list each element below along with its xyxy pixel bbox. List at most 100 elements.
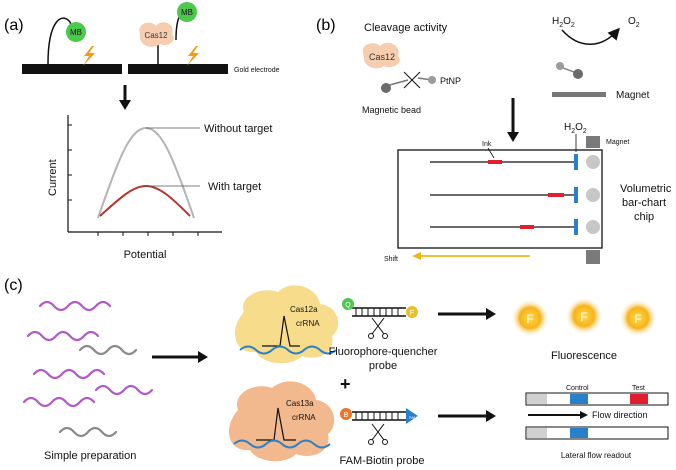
down-arrow-head-b <box>507 132 519 142</box>
test-label: Test <box>632 385 645 392</box>
ink-pointer <box>487 147 495 159</box>
chip-channel-3 <box>430 219 600 235</box>
control-line <box>570 394 588 404</box>
flow-arrow-head <box>580 411 588 419</box>
reaction-arrow <box>561 27 620 45</box>
with-target-label: With target <box>208 181 261 193</box>
scissors-icon <box>403 71 421 89</box>
cas12-label-b: Cas12 <box>369 52 395 62</box>
fluorescence-spots: F F F <box>511 297 657 337</box>
linker <box>562 67 575 73</box>
shift-label: Shift <box>384 256 398 263</box>
panel-a-label: (a) <box>4 17 24 34</box>
crrna-bottom-label: crRNA <box>292 413 316 422</box>
fam-biotin-probe: B FAM <box>340 408 418 445</box>
reservoir <box>586 188 600 202</box>
magnet-block-top <box>586 136 600 148</box>
fq-probe-label-1: Fluorophore-quencher <box>329 346 438 358</box>
panel-a: (a) MB MB Cas12 Gold electrode <box>4 2 280 261</box>
strand-gray <box>58 426 118 438</box>
cas12-label-a: Cas12 <box>144 31 168 40</box>
magnetic-bead-icon <box>573 69 583 79</box>
scissors-icon <box>371 423 385 441</box>
fluorophore-icon <box>406 306 418 318</box>
lightning-icon <box>187 46 199 66</box>
fb-arrow-head <box>486 410 496 422</box>
strand-purple <box>94 384 154 396</box>
fq-arrow-head <box>486 308 496 320</box>
fluorescence-label: Fluorescence <box>551 350 617 362</box>
barrier <box>574 187 578 203</box>
ink-label: Ink <box>482 141 492 148</box>
control-label: Control <box>566 385 589 392</box>
chip-magnet-label: Magnet <box>606 139 629 146</box>
barrier <box>574 219 578 235</box>
shift-arrow-head <box>412 252 421 260</box>
panel-c: (c) Simple preparation Cas12a crRNA Cas1… <box>4 277 669 467</box>
svg-text:F: F <box>526 312 533 326</box>
magnet-label: Magnet <box>616 90 650 101</box>
o2-label: O2 <box>628 16 640 29</box>
mb-label-1: MB <box>70 28 82 37</box>
svg-text:FAM: FAM <box>409 415 417 420</box>
strand-purple <box>32 368 106 380</box>
lateral-flow-readout-label: Lateral flow readout <box>561 451 632 460</box>
fam-icon <box>406 408 418 424</box>
gold-electrode-1 <box>22 64 122 74</box>
reservoir <box>586 155 600 169</box>
mb-circle <box>66 22 86 42</box>
crrna-bottom-hairpin <box>256 407 296 441</box>
fluorescence-spot-3 <box>619 299 657 337</box>
chip-title-line-3: chip <box>634 211 654 223</box>
chip-channel-1 <box>430 154 600 170</box>
chip-h2o2-label: H2O2 <box>564 122 587 135</box>
lightning-icon <box>83 46 95 66</box>
cas13a-label: Cas13a <box>286 399 314 408</box>
svg-text:Q: Q <box>345 302 351 309</box>
crrna-top-label: crRNA <box>296 319 320 328</box>
chip-channel-2 <box>430 187 600 203</box>
panel-b-label: (b) <box>316 17 336 34</box>
fluorophore-quencher-probe: Q F <box>342 298 418 339</box>
gold-electrode-2 <box>128 64 228 74</box>
svg-text:F: F <box>634 312 641 326</box>
plus-sign: + <box>340 374 351 394</box>
panel-b: (b) Cleavage activity Cas12 PtNP Magneti… <box>316 16 672 264</box>
fam-biotin-probe-label: FAM-Biotin probe <box>340 455 425 467</box>
gold-electrode-label: Gold electrode <box>234 67 280 74</box>
control-line <box>570 428 588 438</box>
flow-direction-label: Flow direction <box>592 410 648 420</box>
strand-gray <box>78 344 138 356</box>
crrna-top-hairpin <box>262 315 300 347</box>
target-dna-wave <box>239 345 337 355</box>
mb-circle-2 <box>177 2 197 22</box>
ink-plug <box>548 193 564 197</box>
magnetic-bead-icon <box>381 83 391 93</box>
ptnp-label: PtNP <box>440 76 461 86</box>
magnet-bar <box>552 92 606 97</box>
strand-purple <box>22 396 96 408</box>
with-target-curve <box>99 184 191 217</box>
potential-axis-label: Potential <box>124 249 167 261</box>
test-line <box>630 394 648 404</box>
cas12-blob-b <box>362 42 400 69</box>
without-target-label: Without target <box>204 123 272 135</box>
chip-title-line-1: Volumetric <box>620 183 672 195</box>
cas13a-complex <box>228 381 335 462</box>
current-axis-label: Current <box>47 159 59 196</box>
cleavage-activity-label: Cleavage activity <box>364 22 448 34</box>
simple-preparation-label: Simple preparation <box>44 450 136 462</box>
fluorescence-spot-2 <box>565 297 603 335</box>
strand-purple <box>26 330 100 342</box>
cas12-blob <box>139 22 174 47</box>
barrier <box>574 154 578 170</box>
ptnp-icon <box>556 62 564 70</box>
strand-purple <box>38 300 112 312</box>
nucleic-acid-strands <box>22 300 154 438</box>
x-ticks <box>97 232 199 236</box>
ink-plug <box>488 160 502 164</box>
target-rna-wave <box>233 439 331 449</box>
magnetic-bead-label: Magnetic bead <box>362 105 421 115</box>
scissors-icon <box>371 317 385 335</box>
